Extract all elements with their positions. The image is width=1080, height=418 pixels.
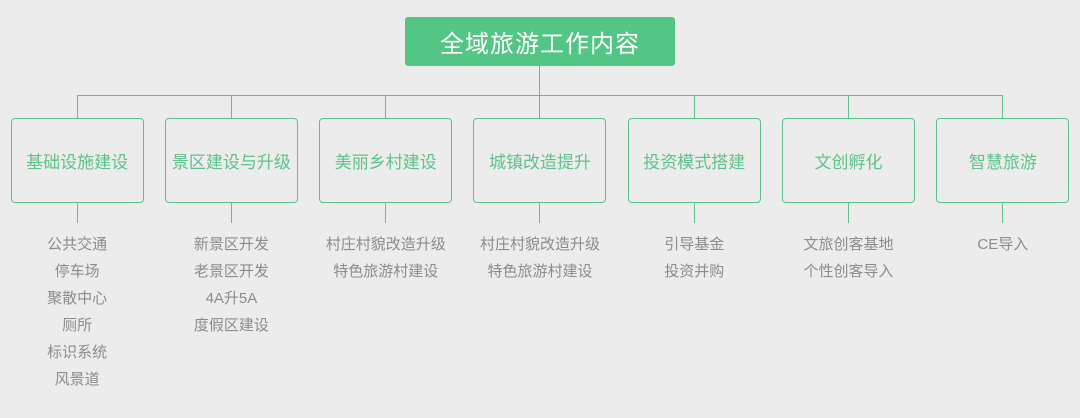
connector-horizontal-bar — [77, 95, 1003, 96]
connector-node-stub — [693, 203, 695, 223]
branch-item-list: 文旅创客基地个性创客导入 — [804, 231, 894, 285]
connector-branch-drop — [848, 96, 850, 118]
branch-node-label: 景区建设与升级 — [171, 153, 291, 172]
branch-item: 村庄村貌改造升级 — [479, 236, 600, 253]
branch-columns: 基础设施建设公共交通停车场聚散中心厕所标识系统风景道景区建设与升级新景区开发老景… — [0, 96, 1080, 393]
branch-item: 特色旅游村建设 — [487, 263, 593, 280]
connector-node-stub — [539, 203, 541, 223]
branch-column: 美丽乡村建设村庄村貌改造升级特色旅游村建设 — [309, 96, 463, 393]
branch-column: 城镇改造提升村庄村貌改造升级特色旅游村建设 — [463, 96, 617, 393]
branch-item: 村庄村貌改造升级 — [325, 236, 446, 253]
branch-item: 个性创客导入 — [803, 263, 894, 280]
branch-item-list: 引导基金投资并购 — [664, 231, 724, 285]
branch-node: 基础设施建设 — [10, 118, 144, 203]
connector-root-drop — [539, 66, 540, 95]
connector-branch-drop — [539, 96, 541, 118]
branch-node-label: 城镇改造提升 — [488, 153, 591, 172]
connector-branch-drop — [693, 96, 695, 118]
branch-item-list: 村庄村貌改造升级特色旅游村建设 — [326, 231, 446, 285]
branch-column: 文创孵化文旅创客基地个性创客导入 — [771, 96, 925, 393]
connector-node-stub — [1002, 203, 1004, 223]
branch-item: 停车场 — [54, 263, 100, 280]
connector-branch-drop — [230, 96, 232, 118]
branch-node-label: 智慧旅游 — [968, 153, 1037, 172]
branch-item: 厕所 — [62, 317, 93, 334]
branch-item-list: CE导入 — [977, 231, 1028, 258]
branch-node-label: 美丽乡村建设 — [334, 153, 437, 172]
connector-branch-drop — [1002, 96, 1004, 118]
branch-node: 城镇改造提升 — [473, 118, 607, 203]
branch-item: 4A升5A — [205, 290, 258, 307]
connector-node-stub — [848, 203, 850, 223]
branch-item: 新景区开发 — [193, 236, 269, 253]
connector-branch-drop — [76, 96, 78, 118]
connector-node-stub — [76, 203, 78, 223]
connector-node-stub — [385, 203, 387, 223]
branch-item-list: 新景区开发老景区开发 4A升5A 度假区建设 — [194, 231, 269, 339]
branch-node: 文创孵化 — [782, 118, 916, 203]
branch-item: 投资并购 — [664, 263, 725, 280]
branch-node: 景区建设与升级 — [164, 118, 298, 203]
connector-node-stub — [230, 203, 232, 223]
branch-column: 智慧旅游 CE导入 — [926, 96, 1080, 393]
branch-item: 标识系统 — [47, 344, 108, 361]
branch-item: 引导基金 — [664, 236, 725, 253]
root-node-label: 全域旅游工作内容 — [440, 31, 640, 58]
branch-item: 特色旅游村建设 — [333, 263, 439, 280]
branch-item: 文旅创客基地 — [803, 236, 894, 253]
branch-item: CE导入 — [977, 236, 1029, 253]
branch-item: 风景道 — [54, 371, 100, 388]
branch-item: 度假区建设 — [193, 317, 269, 334]
branch-column: 投资模式搭建引导基金投资并购 — [617, 96, 771, 393]
branch-item: 老景区开发 — [193, 263, 269, 280]
branch-item: 公共交通 — [47, 236, 108, 253]
branch-node: 智慧旅游 — [936, 118, 1070, 203]
branch-node-label: 基础设施建设 — [26, 153, 129, 172]
branch-node: 美丽乡村建设 — [319, 118, 453, 203]
branch-item: 聚散中心 — [47, 290, 108, 307]
branch-column: 景区建设与升级新景区开发老景区开发 4A升5A 度假区建设 — [154, 96, 308, 393]
root-node: 全域旅游工作内容 — [405, 17, 675, 66]
branch-node-label: 文创孵化 — [814, 153, 883, 172]
branch-column: 基础设施建设公共交通停车场聚散中心厕所标识系统风景道 — [0, 96, 154, 393]
branch-node: 投资模式搭建 — [627, 118, 761, 203]
branch-item-list: 村庄村貌改造升级特色旅游村建设 — [480, 231, 600, 285]
branch-node-label: 投资模式搭建 — [643, 153, 746, 172]
connector-branch-drop — [385, 96, 387, 118]
branch-item-list: 公共交通停车场聚散中心厕所标识系统风景道 — [47, 231, 107, 393]
